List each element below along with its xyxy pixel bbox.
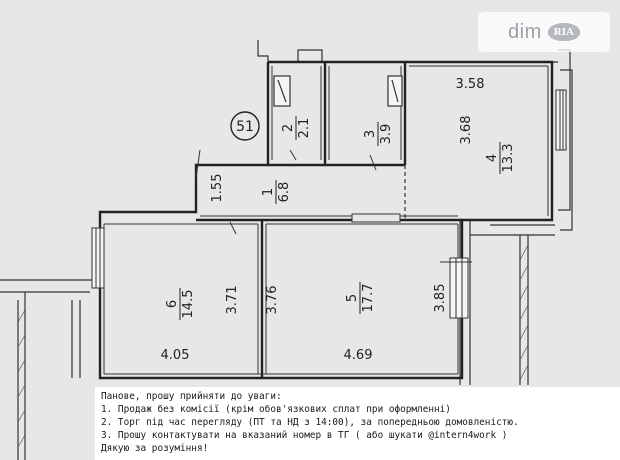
- apartment-number: 51: [236, 119, 254, 135]
- dimension-label: 3.71: [225, 286, 240, 315]
- watermark-brand: dim: [508, 20, 542, 43]
- dimension-label: 4.05: [161, 348, 190, 363]
- room-area: 3.9: [379, 124, 394, 145]
- dimension-label: 4.69: [344, 348, 373, 363]
- door-marks: [195, 149, 472, 263]
- sale-note: Панове, прошу прийняти до уваги: 1. Прод…: [95, 387, 620, 460]
- room-4-label: 4 13.3: [485, 142, 516, 174]
- note-line: 1. Продаж без комісії (крім обов'язкових…: [101, 404, 451, 415]
- apartment-number-circle: [230, 111, 260, 141]
- watermark: dim RIA: [478, 12, 610, 52]
- room-area: 2.1: [297, 118, 312, 139]
- dimension-label: 3.58: [456, 77, 485, 92]
- room-6-label: 6 14.5: [165, 288, 196, 320]
- apartment-walls: [98, 60, 554, 380]
- watermark-badge: RIA: [547, 23, 580, 41]
- note-line: 3. Прошу контактувати на вказаний номер …: [101, 430, 508, 441]
- door-leaf: [351, 213, 401, 223]
- dimension-label: 3.85: [433, 284, 448, 313]
- dimension-label: 1.55: [210, 174, 225, 203]
- room-number: 3: [363, 130, 378, 138]
- hatched-zones: [17, 244, 529, 448]
- inner-walls: [103, 65, 549, 375]
- room-number: 6: [165, 300, 180, 308]
- room-area: 14.5: [181, 290, 196, 319]
- room-number: 1: [261, 188, 276, 196]
- windows: [91, 89, 567, 319]
- room-5-label: 5 17.7: [345, 282, 376, 314]
- dimension-label: 3.76: [265, 286, 280, 315]
- room-3-label: 3 3.9: [363, 122, 394, 146]
- room-number: 5: [345, 294, 360, 302]
- vent-shafts: [273, 75, 403, 107]
- note-line: 2. Торг під час перегляду (ПТ та НД з 14…: [101, 417, 519, 428]
- room-number: 2: [281, 124, 296, 132]
- room-area: 6.8: [277, 182, 292, 203]
- dimension-label: 3.68: [459, 116, 474, 145]
- room-area: 13.3: [501, 144, 516, 173]
- room-number: 4: [485, 154, 500, 162]
- note-line: Панове, прошу прийняти до уваги:: [101, 391, 282, 402]
- note-line: Дякую за розуміння!: [101, 443, 209, 454]
- room-2-label: 2 2.1: [281, 116, 312, 140]
- room-1-label: 1 6.8: [261, 180, 292, 204]
- room-area: 17.7: [361, 284, 376, 313]
